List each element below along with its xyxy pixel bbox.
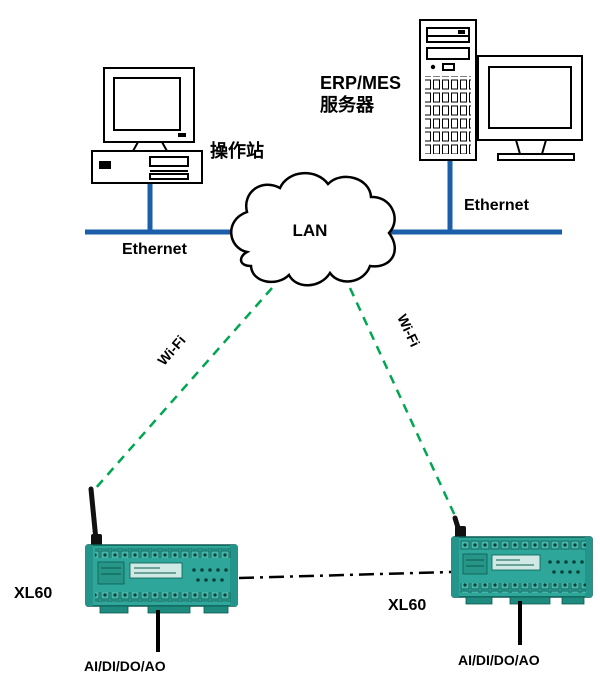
din-clip [147,605,191,614]
terminal-strip-bottom [95,592,231,602]
server-monitor-stand [514,139,548,155]
din-clip [203,605,229,614]
device-led-row [192,568,228,582]
label-io-right: AI/DI/DO/AO [458,652,540,668]
xl60-device-left [85,486,238,614]
label-xl60-left: XL60 [14,585,53,602]
device-vent-block [462,553,488,575]
case-button [99,161,111,169]
device-endcap [230,545,237,606]
server-bay-button [458,30,465,34]
label-ethernet-right: Ethernet [464,197,529,214]
label-operator-station: 操作站 [210,141,264,161]
device-link-line [238,570,452,580]
din-clip [509,596,551,605]
server-monitor-base [497,153,575,161]
device-led-row [548,560,584,574]
din-clip [465,596,493,605]
din-clip [561,596,585,605]
label-lan: LAN [292,221,328,240]
monitor-stand [131,141,169,152]
wifi-link-left [94,287,273,490]
device-endcap [585,537,592,597]
server-bay-2 [426,47,470,60]
xl60-device-right [451,515,593,605]
antenna-base-right [455,526,466,539]
device-endcap [452,537,459,597]
din-clip [99,605,129,614]
wifi-link-right [348,287,458,519]
server-switch [442,63,455,71]
server-power-led [430,64,436,70]
antenna-rod-left [88,486,99,543]
server-vents [425,76,471,154]
workstation-icon [91,67,203,184]
server-icon [419,19,583,161]
drive-bay-1 [149,156,189,167]
label-xl60-right: XL60 [388,597,427,614]
drive-bay-2 [149,173,189,180]
device-label-plate [491,554,541,571]
device-label-plate [129,562,183,579]
antenna-base-left [91,534,102,547]
lan-cloud-icon [230,171,396,287]
label-io-left: AI/DI/DO/AO [84,658,166,674]
server-monitor-screen [488,66,572,129]
label-erp-mes-line2: 服务器 [320,95,374,115]
device-endcap [86,545,93,606]
label-ethernet-left: Ethernet [122,241,187,258]
device-vent-block [97,561,125,585]
label-erp-mes-line1: ERP/MES [320,73,402,93]
terminal-strip-top [95,548,231,558]
terminal-strip-bottom [460,583,586,593]
terminal-strip-top [460,540,586,550]
monitor-screen [113,77,181,131]
wifi-links [94,287,458,519]
monitor-button [178,133,186,137]
